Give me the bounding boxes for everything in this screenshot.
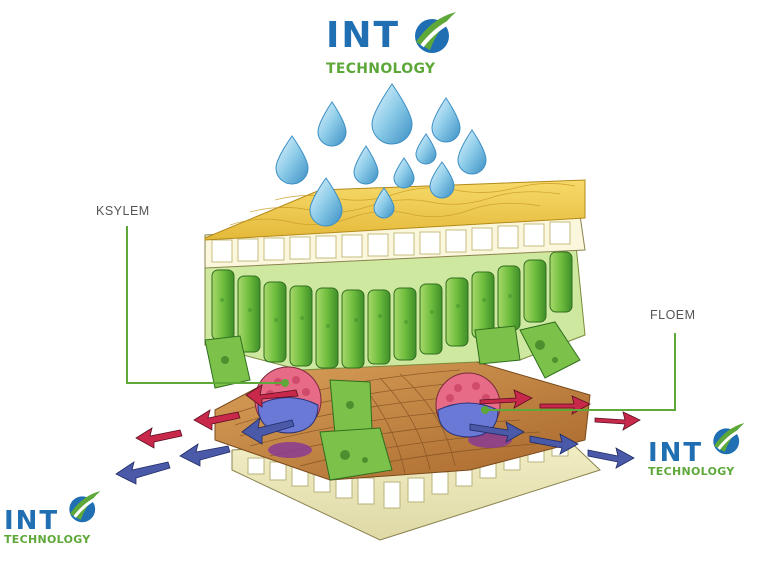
logo-bottom-right: INT TECHNOLOGY bbox=[648, 420, 758, 480]
logo-tech-text: TECHNOLOGY bbox=[4, 533, 91, 546]
upper-epidermis bbox=[204, 214, 586, 269]
logo-bottom-left: INT TECHNOLOGY bbox=[4, 488, 114, 548]
phloem-label: FLOEM bbox=[650, 308, 696, 322]
water-drop-icon bbox=[275, 83, 487, 227]
logo-int-text: INT bbox=[648, 438, 704, 468]
swoosh-globe-icon bbox=[415, 12, 456, 53]
phloem-marker bbox=[481, 406, 489, 414]
xylem-marker bbox=[281, 379, 289, 387]
logo-int-text: INT bbox=[4, 506, 60, 536]
logo-int-text: INT bbox=[326, 15, 401, 56]
swoosh-globe-icon bbox=[69, 491, 101, 523]
callout-lines bbox=[126, 226, 676, 411]
logo-tech-text: TECHNOLOGY bbox=[326, 61, 436, 77]
xylem-label: KSYLEM bbox=[96, 204, 150, 218]
swoosh-globe-icon bbox=[713, 423, 745, 455]
phloem-flow-arrows bbox=[115, 384, 641, 485]
logo-top: INT TECHNOLOGY bbox=[326, 8, 466, 78]
logo-tech-text: TECHNOLOGY bbox=[648, 465, 735, 478]
